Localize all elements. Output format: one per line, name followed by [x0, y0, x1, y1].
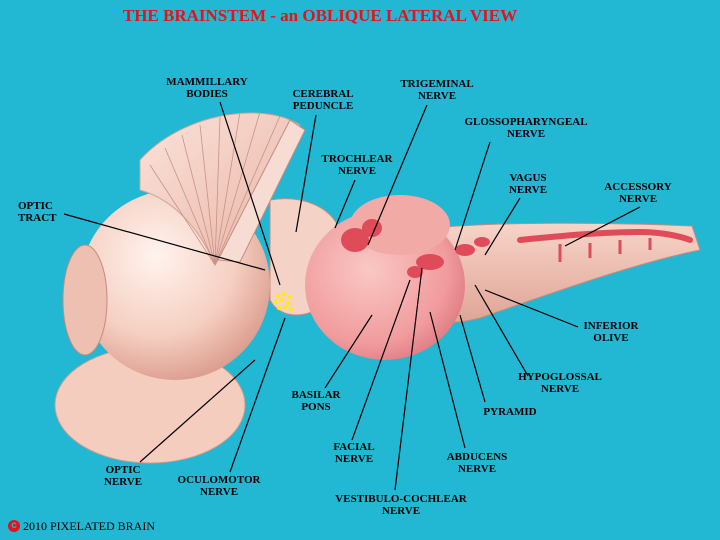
label-basilar-pons: BASILAR PONS	[291, 389, 341, 413]
fan-ridges	[149, 111, 281, 266]
label-accessory-nerve: ACCESSORY NERVE	[604, 181, 672, 205]
label-optic-tract: OPTIC TRACT	[18, 200, 57, 224]
spinal-roots	[558, 238, 652, 262]
fan-structure	[139, 112, 301, 267]
label-oculomotor-nerve: OCULOMOTOR NERVE	[177, 474, 261, 498]
label-mammillary-bodies: MAMMILLARY BODIES	[166, 76, 248, 100]
label-pyramid: PYRAMID	[483, 406, 537, 418]
leader-lines	[63, 101, 641, 491]
pons-upper-shape	[350, 195, 450, 255]
label-abducens-nerve: ABDUCENS NERVE	[446, 451, 508, 475]
label-trigeminal-nerve: TRIGEMINAL NERVE	[400, 78, 474, 102]
label-inferior-olive: INFERIOR OLIVE	[583, 320, 639, 344]
label-hypoglossal-nerve: HYPOGLOSSAL NERVE	[518, 371, 602, 395]
label-optic-nerve: OPTIC NERVE	[103, 464, 143, 488]
page-title: THE BRAINSTEM - an OBLIQUE LATERAL VIEW	[122, 6, 518, 25]
copyright-icon: c	[8, 520, 20, 533]
label-facial-nerve: FACIAL NERVE	[333, 441, 375, 465]
label-cerebral-peduncle: CEREBRAL PEDUNCLE	[292, 88, 354, 112]
label-trochlear-nerve: TROCHLEAR NERVE	[321, 153, 393, 177]
label-glossopharyngeal-nerve: GLOSSOPHARYNGEAL NERVE	[464, 116, 588, 140]
label-vestibulo-cochlear-nerve: VESTIBULO-COCHLEAR NERVE	[335, 493, 467, 517]
label-vagus-nerve: VAGUS NERVE	[508, 172, 548, 196]
mammillary-marker	[274, 292, 293, 311]
left-disk-shape	[62, 244, 108, 356]
accessory-nerve-strand	[517, 228, 693, 243]
copyright-text: 2010 PIXELATED BRAIN	[23, 518, 155, 533]
